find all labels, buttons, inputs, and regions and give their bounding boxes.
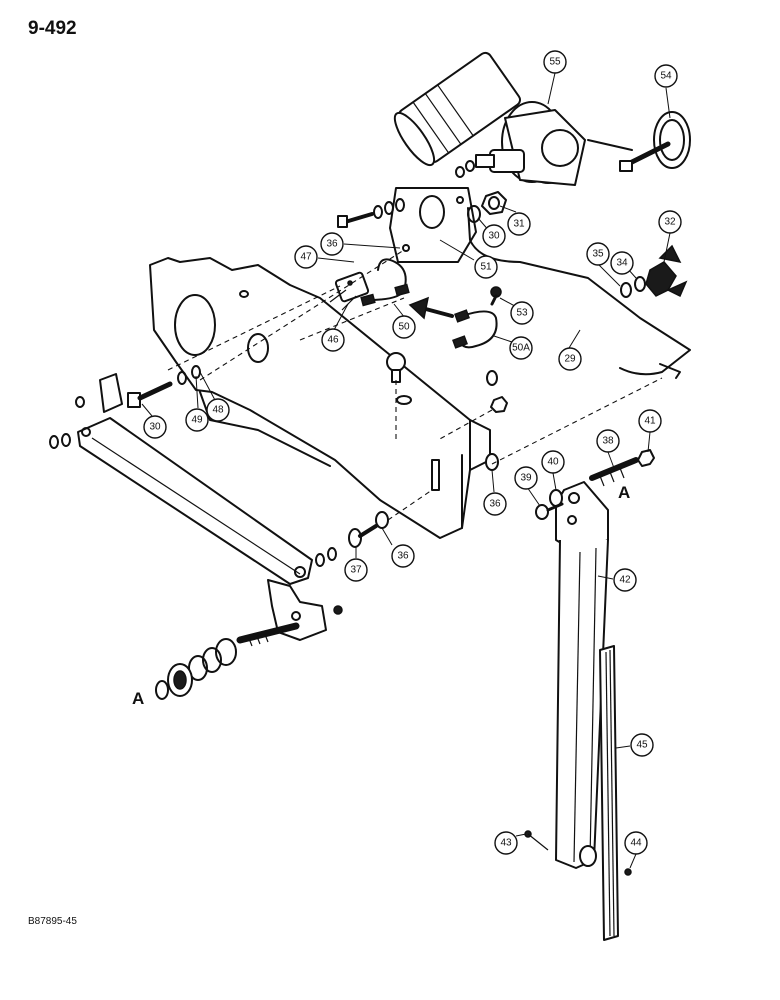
callout-36-upper: 36 xyxy=(320,232,344,256)
callout-label: 30 xyxy=(488,231,500,242)
drawing-id: B87895-45 xyxy=(28,916,77,927)
callout-30: 30 xyxy=(143,415,167,439)
motor-shaft-nut xyxy=(455,160,507,223)
wire-harness-50 xyxy=(360,258,410,307)
callout-41: 41 xyxy=(638,409,662,433)
callout-label: 46 xyxy=(327,335,339,346)
callout-leader-lines xyxy=(141,72,671,869)
callout-45: 45 xyxy=(630,733,654,757)
callout-label: 35 xyxy=(592,249,604,260)
callout-51: 51 xyxy=(474,255,498,279)
callout-label: 40 xyxy=(547,457,559,468)
callout-label: 34 xyxy=(616,258,628,269)
callout-label: 53 xyxy=(516,308,528,319)
callout-44: 44 xyxy=(624,831,648,855)
bracket-bolt-set xyxy=(127,365,201,408)
callout-53: 53 xyxy=(510,301,534,325)
callout-50: 50 xyxy=(392,315,416,339)
screw-53 xyxy=(490,286,502,306)
callout-label: 48 xyxy=(212,405,224,416)
reference-letter-a-upper: A xyxy=(618,483,630,502)
callout-label: 30 xyxy=(149,422,161,433)
callout-label: 31 xyxy=(513,219,525,230)
callout-label: 36 xyxy=(489,499,501,510)
callout-47: 47 xyxy=(294,245,318,269)
callout-38: 38 xyxy=(596,429,620,453)
callout-label: 36 xyxy=(397,551,409,562)
callout-label: 38 xyxy=(602,436,614,447)
callout-55: 54 xyxy=(654,64,678,88)
callout-29: 29 xyxy=(558,347,582,371)
callout-label: 29 xyxy=(564,354,576,365)
callout-label: 50 xyxy=(398,322,410,333)
callout-label: 36 xyxy=(326,239,338,250)
wing-nut xyxy=(620,244,688,298)
callout-36-lower: 36 xyxy=(391,544,415,568)
callout-label: 41 xyxy=(644,416,656,427)
wiper-mounting-bracket xyxy=(149,257,491,539)
callout-40: 40 xyxy=(541,450,565,474)
callout-50a: 50A xyxy=(509,336,533,360)
reference-letter-a-lower: A xyxy=(132,689,144,708)
callout-label: 37 xyxy=(350,565,362,576)
wiper-arm-hardware xyxy=(524,449,655,876)
motor-mounting-plate xyxy=(389,187,477,263)
callout-label: 54 xyxy=(660,71,672,82)
callout-54: 55 xyxy=(543,50,567,74)
callout-36-right: 36 xyxy=(483,492,507,516)
callout-label: 43 xyxy=(500,838,512,849)
callout-31: 30 xyxy=(482,224,506,248)
callout-39: 39 xyxy=(514,466,538,490)
callout-label: 51 xyxy=(480,262,492,273)
drive-link-arm xyxy=(49,373,337,585)
callout-35: 35 xyxy=(586,242,610,266)
callout-42: 42 xyxy=(613,568,637,592)
callout-37: 37 xyxy=(344,558,368,582)
callout-34: 34 xyxy=(610,251,634,275)
drive-gear xyxy=(587,111,691,172)
plate-bolt-set xyxy=(337,198,405,228)
callout-46: 46 xyxy=(321,328,345,352)
callout-label: 47 xyxy=(300,252,312,263)
lower-bolt-set xyxy=(348,524,378,548)
callout-label: 45 xyxy=(636,740,648,751)
callout-label: 55 xyxy=(549,57,561,68)
callout-43: 43 xyxy=(494,831,518,855)
wiper-blade xyxy=(599,645,619,941)
callout-label: 42 xyxy=(619,575,631,586)
callout-48: 48 xyxy=(206,398,230,422)
pivot-shaft-assembly xyxy=(155,579,343,700)
page-number: 9-492 xyxy=(28,18,77,39)
assembly-lines xyxy=(167,249,663,521)
callout-32: 31 xyxy=(507,212,531,236)
callout-label: 32 xyxy=(664,217,676,228)
ground-cable xyxy=(467,207,691,379)
callout-label: 49 xyxy=(191,415,203,426)
wiper-motor xyxy=(393,51,586,186)
callout-label: 50A xyxy=(512,343,530,354)
wire-harness-50a xyxy=(452,309,498,349)
callout-label: 44 xyxy=(630,838,642,849)
direction-arrow xyxy=(408,296,454,320)
callout-49: 49 xyxy=(185,408,209,432)
callout-label: 39 xyxy=(520,473,532,484)
callout-33: 32 xyxy=(658,210,682,234)
wiper-arm xyxy=(555,481,609,869)
